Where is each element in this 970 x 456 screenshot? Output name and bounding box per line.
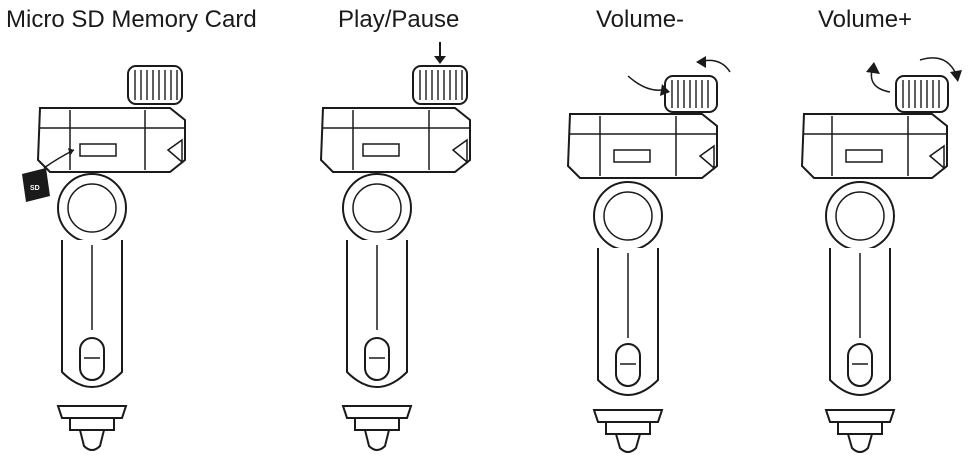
panel-label-play-pause: Play/Pause	[338, 6, 460, 33]
panel-micro-sd: Micro SD Memory Card	[0, 0, 257, 456]
panel-play-pause: Play/Pause	[283, 0, 513, 456]
rotate-arrow-icon	[866, 57, 962, 93]
fm-transmitter-device	[319, 42, 471, 451]
fm-transmitter-device	[800, 57, 962, 453]
panel-label-volume-minus: Volume-	[596, 6, 685, 33]
panel-label-micro-sd: Micro SD Memory Card	[6, 6, 257, 33]
svg-text:SD: SD	[30, 185, 40, 192]
micro-sd-card-icon: SD	[22, 168, 50, 202]
panel-volume-minus: Volume-	[530, 0, 750, 456]
down-arrow-icon	[434, 42, 446, 64]
rotate-arrow-icon	[627, 56, 731, 96]
panel-volume-plus: Volume+	[760, 0, 970, 456]
panel-label-volume-plus: Volume+	[818, 6, 913, 33]
fm-transmitter-device	[566, 56, 731, 453]
fm-transmitter-device: SD	[22, 65, 186, 451]
